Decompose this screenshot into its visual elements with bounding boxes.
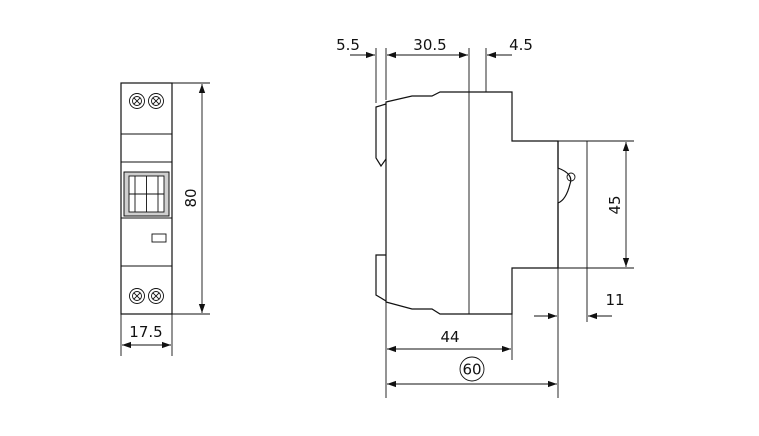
- height-dimension-label: 80: [182, 188, 200, 207]
- rear-latch: [375, 254, 387, 302]
- dim-4-5-label: 4.5: [509, 36, 533, 54]
- dim-5-5-label: 5.5: [336, 36, 360, 54]
- dim-44-label: 44: [440, 328, 459, 346]
- side-view: 5.5 30.5 4.5 45 11 44 60: [336, 36, 634, 398]
- din-rail-notch: [557, 141, 572, 268]
- breaker-body-outline: [120, 82, 173, 315]
- front-clip-tab: [375, 103, 387, 168]
- upper-screw-terminals: [129, 93, 164, 109]
- toggle-switch: [123, 171, 170, 217]
- lower-screw-terminals: [129, 288, 164, 304]
- front-view: 80 17.5: [120, 82, 210, 356]
- status-indicator-window: [151, 233, 167, 243]
- width-dimension-label: 17.5: [129, 323, 162, 341]
- dim-60-label: 60: [462, 361, 481, 379]
- dim-11-label: 11: [605, 291, 624, 309]
- dim-30-5-label: 30.5: [413, 36, 446, 54]
- rail-clip-pin: [566, 172, 576, 182]
- side-profile-outline: [385, 91, 559, 315]
- dim-45-label: 45: [606, 195, 624, 214]
- dim-60-circle: [459, 356, 485, 382]
